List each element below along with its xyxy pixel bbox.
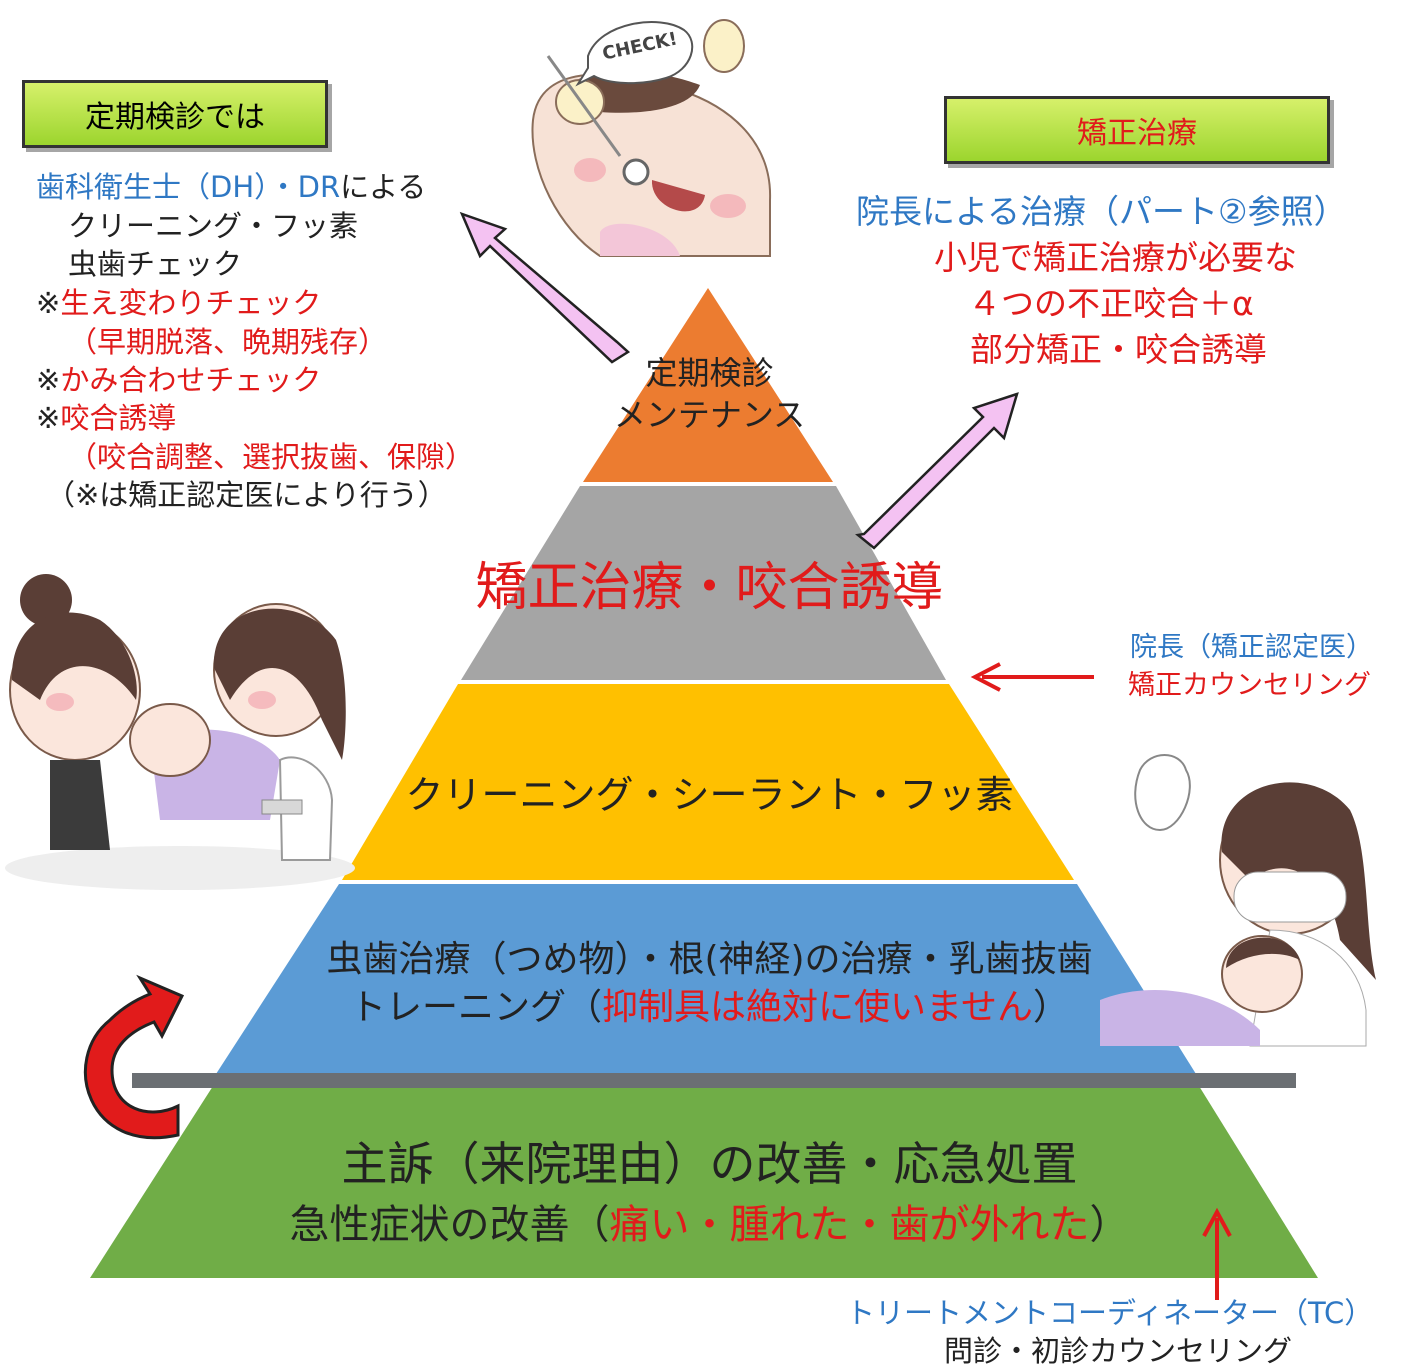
- divider-bar: [132, 1073, 1296, 1088]
- left-line-4-mark: ※: [36, 286, 61, 320]
- tier5-label-line1: 主訴（来院理由）の改善・応急処置: [341, 1137, 1078, 1191]
- red-arrow-director: [970, 662, 1094, 692]
- tier5-line2-pre: 急性症状の改善（: [289, 1202, 610, 1248]
- right-line-3: ４つの不正咬合＋α: [968, 284, 1254, 323]
- right-line-2: 小児で矯正治療が必要な: [934, 238, 1297, 277]
- right-line-1: 院長による治療（パート②参照）: [856, 192, 1347, 231]
- left-line-6: ※かみ合わせチェック: [36, 363, 321, 398]
- left-line-8: （咬合調整、選択抜歯、保隙）: [68, 440, 475, 474]
- tier4-line2-pre: トレーニング（: [350, 987, 603, 1028]
- tier-orthodontics: [461, 486, 946, 680]
- tier2-label: 矯正治療・咬合誘導: [475, 558, 944, 618]
- tier-maintenance: [583, 288, 833, 482]
- left-line-7-red: 咬合誘導: [60, 401, 177, 435]
- tier5-line2-post: ）: [1089, 1202, 1130, 1248]
- left-line-3: 虫歯チェック: [68, 247, 243, 281]
- tier4-line2-red: 抑制具は絶対に使いません: [602, 987, 1033, 1028]
- left-line-6-red: かみ合わせチェック: [60, 363, 322, 397]
- tier1-label-line2: メンテナンス: [613, 396, 806, 434]
- tc-title: トリートメントコーディネーター（TC）: [846, 1296, 1374, 1330]
- tag-orthodontics-label: 矯正治療: [1077, 116, 1197, 151]
- tier5-line2-red: 痛い・腫れた・歯が外れた: [609, 1202, 1090, 1248]
- tag-regular-checkup-label: 定期検診では: [85, 100, 265, 135]
- left-line-2: クリーニング・フッ素: [68, 209, 359, 243]
- tier4-label-line2: トレーニング（抑制具は絶対に使いません）: [0, 978, 1419, 1030]
- curved-red-arrow: [83, 974, 185, 1139]
- tier4-label-line1: 虫歯治療（つめ物）・根(神経)の治療・乳歯抜歯: [326, 939, 1093, 980]
- director-role: 矯正カウンセリング: [1128, 670, 1371, 701]
- left-line-9: （※は矯正認定医により行う）: [46, 478, 447, 512]
- right-line-4: 部分矯正・咬合誘導: [970, 330, 1267, 369]
- red-arrow-tc: [1202, 1207, 1232, 1300]
- left-line-4: ※生え変わりチェック: [36, 286, 321, 321]
- tier-caries-treatment: [216, 884, 1196, 1074]
- left-line-4-red: 生え変わりチェック: [60, 286, 322, 320]
- check-bubble: [575, 21, 694, 87]
- hygienist-child-illustration: [1100, 754, 1376, 1047]
- tier-cleaning: [342, 684, 1074, 880]
- tier1-label-line1: 定期検診: [645, 354, 774, 392]
- left-line-6-mark: ※: [36, 363, 61, 397]
- tag-regular-checkup: 定期検診では: [22, 80, 328, 148]
- left-line-1: 歯科衛生士（DH）・DRによる: [36, 170, 426, 205]
- left-line-5: （早期脱落、晩期残存）: [68, 325, 388, 359]
- left-line-1-blue: 歯科衛生士（DH）・DR: [36, 170, 341, 204]
- tier4-line2-post: ）: [1032, 987, 1069, 1028]
- tier5-label-line2: 急性症状の改善（痛い・腫れた・歯が外れた）: [0, 1192, 1419, 1250]
- tier-chief-complaint: [90, 1086, 1318, 1278]
- tc-role: 問診・初診カウンセリング: [944, 1334, 1293, 1368]
- pink-arrow-left: [459, 211, 631, 364]
- director-title: 院長（矯正認定医）: [1130, 632, 1373, 663]
- pink-arrow-right: [855, 392, 1019, 550]
- child-check-illustration: [531, 19, 772, 257]
- tier3-label: クリーニング・シーラント・フッ素: [405, 773, 1014, 817]
- family-hygienist-illustration: [5, 574, 355, 890]
- left-line-1-black: による: [340, 170, 427, 204]
- left-line-7-mark: ※: [36, 401, 61, 435]
- left-line-7: ※咬合誘導: [36, 401, 176, 436]
- tag-orthodontics: 矯正治療: [944, 96, 1330, 164]
